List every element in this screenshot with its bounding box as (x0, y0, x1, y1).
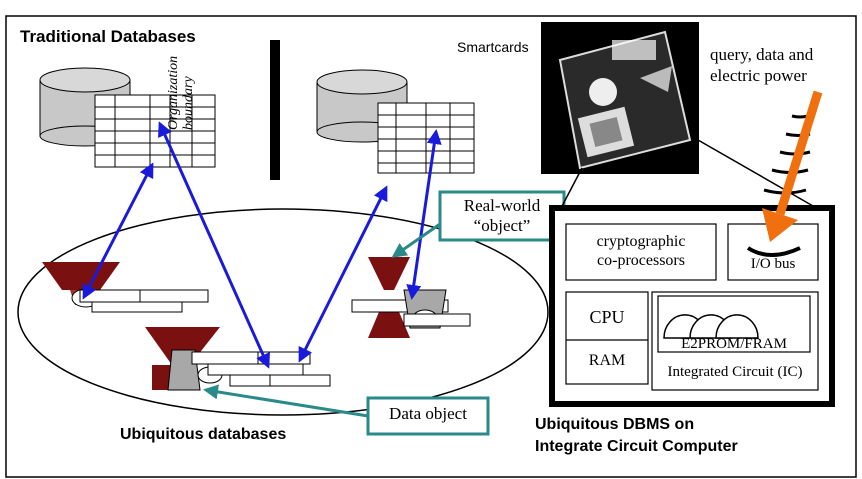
io-bus-label: I/O bus (750, 256, 796, 272)
query-line2: electric power (710, 66, 807, 86)
zoom-line-bottom (559, 167, 583, 211)
organization-boundary-label: Organization boundary (166, 56, 326, 130)
arrow-left-table-to-object (82, 162, 154, 300)
real-world-object-left (42, 262, 209, 313)
outer-frame (5, 15, 857, 478)
realworld-line1: Real-world (463, 196, 541, 215)
e2prom-label: E2PROM/FRAM (681, 336, 787, 352)
dataobject-callout-pointer (203, 384, 369, 418)
replication-arrows (82, 121, 442, 369)
data-object-label: Data object (389, 404, 467, 423)
database-table-right (377, 102, 475, 174)
zoom-line-top (697, 139, 821, 211)
arrow-right-table-to-center-object (298, 185, 388, 363)
real-world-object-right (351, 257, 471, 338)
dataobject-callout-box (366, 396, 490, 436)
ubiquitous-dbms-title: Ubiquitous DBMS on Integrate Circuit Com… (535, 414, 738, 459)
traditional-databases-title: Traditional Databases (20, 27, 196, 46)
ubiquitous-ellipse (17, 208, 549, 416)
integrated-circuit-label: Integrated Circuit (IC) (667, 364, 803, 380)
arrow-left-table-to-center-object (158, 121, 270, 369)
crypto-coprocessor-label: cryptographic co-processors (566, 232, 716, 270)
query-data-power-label: query, data and electric power (710, 44, 813, 87)
org-boundary-line2: boundary (181, 76, 197, 130)
dbms-line1: Ubiquitous DBMS on (535, 416, 695, 433)
arrow-right-table-to-right-object (406, 129, 442, 300)
query-line1: query, data and (710, 45, 814, 64)
realworld-callout-pointer (391, 222, 441, 258)
crypto-line2: co-processors (597, 252, 685, 270)
dbms-line2: Integrate Circuit Computer (535, 438, 738, 456)
smartcards-label: Smartcards (457, 39, 529, 55)
org-boundary-line1: Organization (166, 55, 181, 130)
ubiquitous-databases-title: Ubiquitous databases (120, 426, 287, 443)
cpu-label: CPU (589, 307, 625, 327)
crypto-coprocessor-box (565, 223, 717, 281)
realworld-object-label: Real-world “object” (440, 196, 564, 237)
crypto-line1: cryptographic (596, 233, 686, 250)
organization-boundary-bar (270, 40, 280, 180)
realworld-line2: “object” (473, 216, 531, 236)
ram-label: RAM (588, 352, 626, 369)
smartcard-photo (541, 22, 699, 174)
cpu-ram-box (565, 291, 649, 385)
power-arrow (762, 90, 823, 242)
